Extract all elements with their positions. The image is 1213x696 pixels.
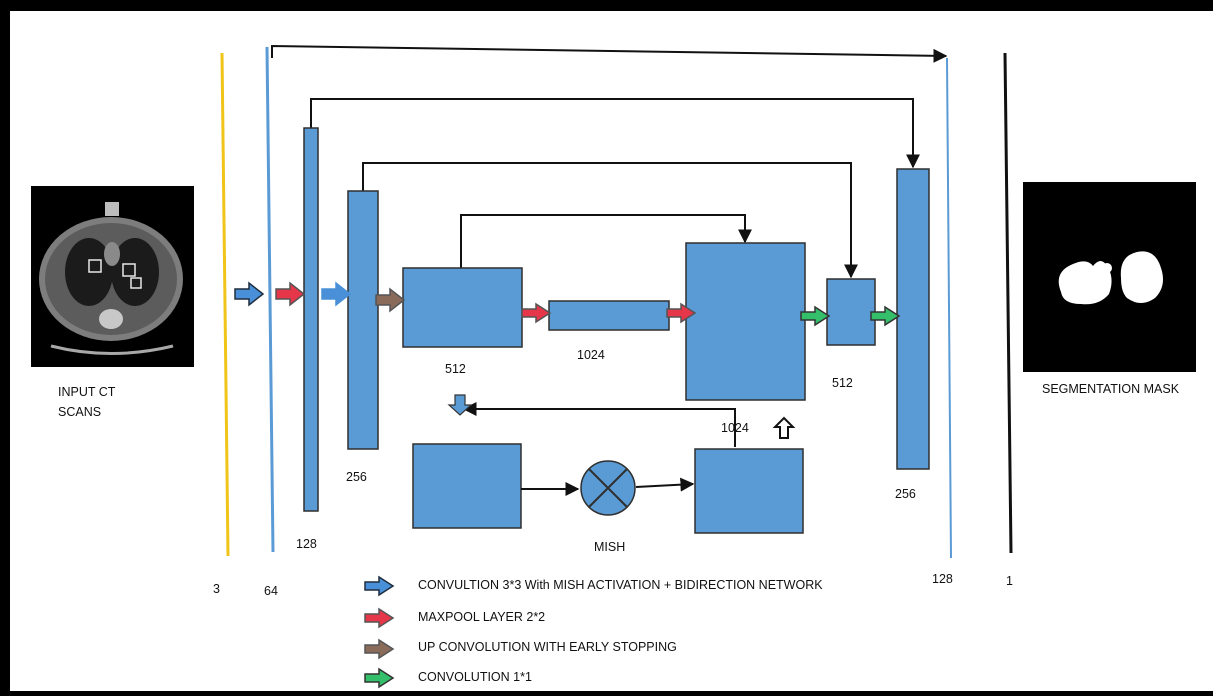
- mish-feedback-line: [464, 409, 735, 447]
- skip-connection-64: [272, 46, 946, 58]
- mish-input-block: [413, 444, 521, 528]
- input-3ch-line: [222, 53, 228, 556]
- enc-block-512: [403, 268, 522, 347]
- mish-label: MISH: [594, 540, 625, 555]
- legend-maxpool-arrow-icon: [365, 609, 393, 627]
- channel-label-256-right: 256: [895, 487, 916, 502]
- skip-connection-128: [311, 99, 913, 167]
- dec-block-256: [897, 169, 929, 469]
- channel-label-512-left: 512: [445, 362, 466, 377]
- maxpool-arrow-icon: [276, 283, 304, 305]
- legend-conv1x1-arrow-icon: [365, 669, 393, 687]
- channel-label-1024-mid: 1024: [577, 348, 605, 363]
- maxpool-arrow-icon: [522, 304, 550, 322]
- output-128ch-line: [947, 58, 951, 558]
- legend-conv-text: CONVULTION 3*3 With MISH ACTIVATION + BI…: [418, 578, 823, 593]
- enc-block-256: [348, 191, 378, 449]
- bottleneck-block-1024: [549, 301, 669, 330]
- channel-label-256-left: 256: [346, 470, 367, 485]
- channel-label-1024-low: 1024: [721, 421, 749, 436]
- upconv-arrow-icon: [376, 289, 404, 311]
- legend-upconv-arrow-icon: [365, 640, 393, 658]
- legend-conv1x1-text: CONVOLUTION 1*1: [418, 670, 532, 685]
- dec-block-512: [827, 279, 875, 345]
- output-1ch-line: [1005, 53, 1011, 553]
- conv-64ch-line: [267, 47, 273, 552]
- legend-upconv-text: UP CONVOLUTION WITH EARLY STOPPING: [418, 640, 677, 655]
- channel-label-64: 64: [264, 584, 278, 599]
- channel-label-128-right: 128: [932, 572, 953, 587]
- legend-conv-arrow-icon: [365, 577, 393, 595]
- up-arrow-icon: [775, 418, 793, 438]
- mish-out-arrow: [636, 484, 693, 487]
- output-label: SEGMENTATION MASK: [1042, 382, 1179, 397]
- legend-maxpool-text: MAXPOOL LAYER 2*2: [418, 610, 545, 625]
- channel-label-512-right: 512: [832, 376, 853, 391]
- input-label: INPUT CT SCANS: [58, 382, 115, 422]
- mish-output-block: [695, 449, 803, 533]
- enc-block-128: [304, 128, 318, 511]
- dec-block-1024: [686, 243, 805, 400]
- conv-arrow-icon: [322, 283, 350, 305]
- channel-label-128-left: 128: [296, 537, 317, 552]
- conv-arrow-icon: [235, 283, 263, 305]
- down-arrow-icon: [449, 395, 471, 415]
- channel-label-1: 1: [1006, 574, 1013, 589]
- channel-label-3: 3: [213, 582, 220, 597]
